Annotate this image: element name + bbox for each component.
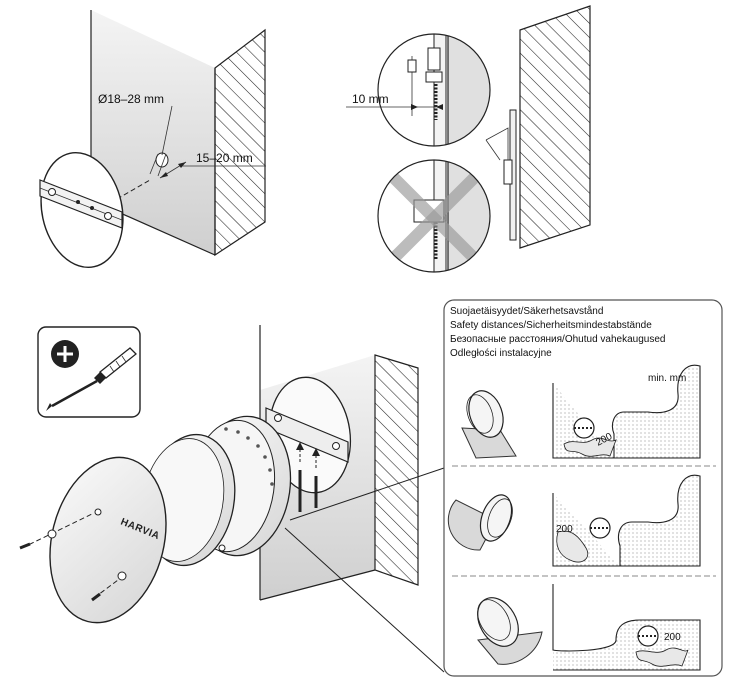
row-ceiling-mount: 200 <box>477 584 701 671</box>
bench-profile <box>552 474 701 567</box>
callout-pointer <box>485 127 509 160</box>
distance-value: 200 <box>664 632 681 643</box>
safety-title-fi-sv: Suojaetäisyydet/Säkerhetsavstånd <box>450 305 603 317</box>
wall-section <box>374 354 419 586</box>
safety-title-pl: Odległości instalacyjne <box>450 348 552 359</box>
lamp-icon <box>468 390 504 438</box>
spacing-label: 10 mm <box>352 92 389 106</box>
tool-box <box>37 326 141 418</box>
drilling-step: Ø18–28 mm 15–20 mm <box>39 10 266 269</box>
cover-screws <box>19 513 119 602</box>
distance-value: 200 <box>556 524 573 535</box>
callout-line <box>284 527 445 673</box>
cover-plate: HARVIA <box>49 456 167 624</box>
mounting-ring <box>39 151 124 269</box>
safety-panel: Suojaetäisyydet/Säkerhetsavstånd Safety … <box>443 299 723 677</box>
safety-title-en-de: Safety distances/Sicherheitsmindestabstä… <box>450 320 652 331</box>
hole-depth-label: 15–20 mm <box>196 151 253 165</box>
panel-frame <box>443 299 723 677</box>
spacing-detail: 10 mm <box>346 5 591 273</box>
safety-title-ru-et: Безопасные расстояния/Ohutud vahekauguse… <box>450 334 665 345</box>
unit-label: min. mm <box>648 373 686 384</box>
mounting-screws <box>296 442 320 512</box>
diameter-leader <box>161 105 173 156</box>
row-side-mount: 200 <box>447 474 701 567</box>
wall-section <box>214 28 266 257</box>
incorrect-detail-circle <box>377 159 491 273</box>
correct-detail-circle <box>377 33 491 147</box>
drilled-hole <box>149 152 169 177</box>
screwdriver-icon <box>46 347 137 411</box>
hole-diameter-label: Ø18–28 mm <box>98 92 164 106</box>
assembly-step: HARVIA <box>19 325 445 673</box>
row-wall-mount: 200 <box>461 364 701 459</box>
wall-face <box>91 10 215 255</box>
wall-section <box>519 5 591 249</box>
bench-profile <box>552 584 701 671</box>
